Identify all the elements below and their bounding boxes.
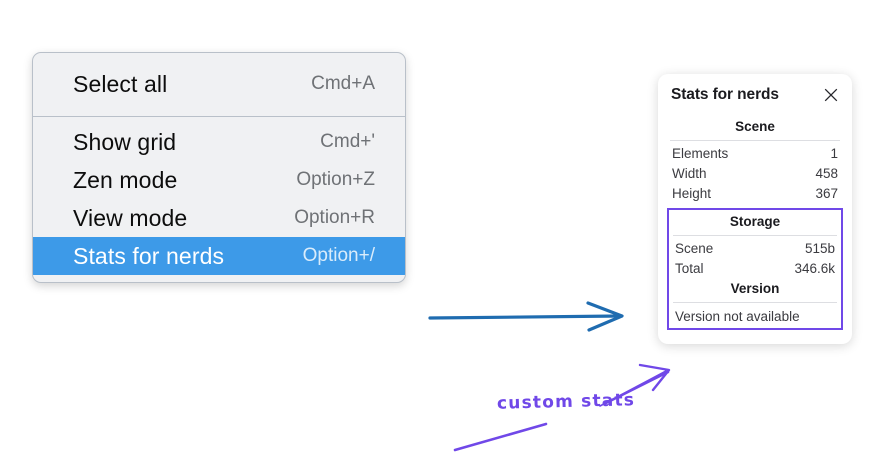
- menu-item-shortcut: Option+Z: [296, 169, 375, 190]
- stat-key: Height: [672, 186, 712, 201]
- menu-item-stats-for-nerds[interactable]: Stats for nerds Option+/: [33, 237, 405, 275]
- stats-panel-header: Stats for nerds: [669, 86, 841, 104]
- stat-key: Total: [675, 261, 704, 276]
- menu-item-shortcut: Option+R: [294, 207, 375, 228]
- section-title-scene: Scene: [735, 119, 775, 134]
- stat-key: Elements: [672, 146, 729, 161]
- menu-item-view-mode[interactable]: View mode Option+R: [33, 199, 405, 237]
- stat-row-height: Height 367: [669, 184, 841, 204]
- menu-item-label: Show grid: [73, 128, 177, 155]
- stat-key: Scene: [675, 241, 714, 256]
- close-icon[interactable]: [823, 87, 839, 103]
- version-text: Version not available: [675, 309, 800, 324]
- stat-value: 515b: [804, 241, 835, 256]
- section-divider: [673, 235, 837, 236]
- stats-for-nerds-panel: Stats for nerds Scene Elements 1 Width 4…: [658, 74, 852, 344]
- annotation-label: custom stats: [496, 390, 636, 414]
- stat-row-storage-total: Total 346.6k: [672, 259, 838, 279]
- purple-arrow-icon: [599, 363, 671, 407]
- version-section: Version Version not available: [672, 279, 838, 325]
- menu-item-label: Stats for nerds: [73, 242, 225, 269]
- stat-row-elements: Elements 1: [669, 144, 841, 164]
- context-menu[interactable]: Select all Cmd+A Show grid Cmd+' Zen mod…: [32, 52, 406, 283]
- section-title-storage: Storage: [729, 214, 781, 229]
- stat-value: 1: [830, 146, 838, 161]
- section-divider: [670, 140, 840, 141]
- menu-item-shortcut: Cmd+A: [311, 73, 375, 94]
- menu-item-shortcut: Cmd+': [320, 131, 375, 152]
- panel-title: Stats for nerds: [671, 86, 779, 103]
- purple-underline-stroke: [453, 422, 548, 452]
- menu-item-select-all[interactable]: Select all Cmd+A: [33, 65, 405, 103]
- menu-item-show-grid[interactable]: Show grid Cmd+': [33, 123, 405, 161]
- menu-item-label: View mode: [73, 204, 188, 231]
- menu-item-shortcut: Option+/: [302, 245, 375, 266]
- menu-group-1: Select all Cmd+A: [33, 53, 405, 117]
- stat-value: 346.6k: [794, 261, 835, 276]
- stat-value: 367: [815, 186, 838, 201]
- storage-section: Storage Scene 515b Total 346.6k: [672, 212, 838, 279]
- menu-item-zen-mode[interactable]: Zen mode Option+Z: [33, 161, 405, 199]
- stat-key: Width: [672, 166, 707, 181]
- menu-item-label: Select all: [73, 70, 168, 97]
- menu-group-2: Show grid Cmd+' Zen mode Option+Z View m…: [33, 117, 405, 282]
- section-title-version: Version: [730, 281, 780, 296]
- section-divider: [673, 302, 837, 303]
- stat-row-storage-scene: Scene 515b: [672, 239, 838, 259]
- menu-item-label: Zen mode: [73, 166, 178, 193]
- scene-section: Scene Elements 1 Width 458 Height 367: [669, 117, 841, 204]
- blue-arrow-icon: [428, 301, 624, 332]
- stat-value: 458: [815, 166, 838, 181]
- custom-stats-highlight-box: Storage Scene 515b Total 346.6k Version …: [667, 208, 843, 330]
- stat-row-width: Width 458: [669, 164, 841, 184]
